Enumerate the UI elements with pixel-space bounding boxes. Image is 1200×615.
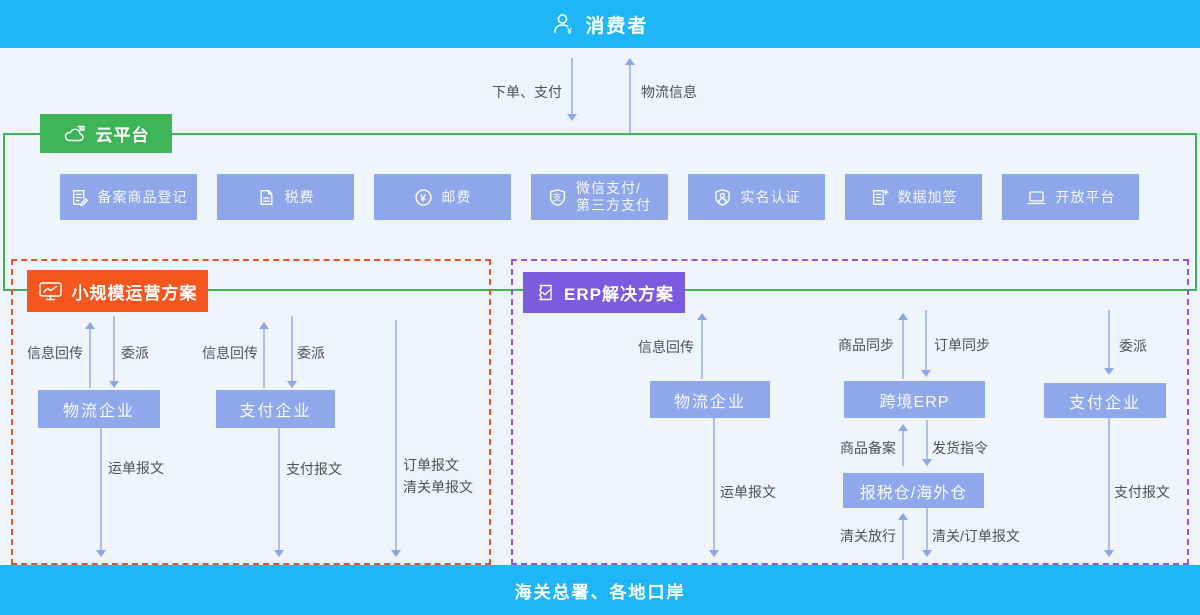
service-button-label: 实名认证 xyxy=(740,189,801,205)
service-button-open-platform: 开放平台 xyxy=(1002,174,1139,220)
small-scale-plan-label: 小规模运营方案 xyxy=(27,270,208,312)
cloud-icon xyxy=(63,125,87,143)
service-button-data-signing: 数据加签 xyxy=(845,174,982,220)
svg-text:支: 支 xyxy=(552,191,562,202)
document-edit-icon xyxy=(70,188,89,207)
consumer-bar: ¥ 消费者 xyxy=(0,0,1200,48)
erp-plan-title: ERP解决方案 xyxy=(564,285,674,304)
arrow-order-pay xyxy=(567,58,577,121)
erp-plan-label: ERP解决方案 xyxy=(523,272,685,313)
arrow-shipping-order xyxy=(922,420,932,466)
arrow-payment-msg-right xyxy=(1104,418,1114,557)
flow-label-clearance-msg: 清关单报文 xyxy=(403,479,473,495)
erp-plan-frame xyxy=(511,259,1189,565)
flow-label-goods-record: 商品备案 xyxy=(840,440,896,456)
service-button-label-line1: 微信支付/ xyxy=(576,180,641,196)
consumer-yuan-icon: ¥ xyxy=(551,12,575,36)
tax-document-icon xyxy=(257,188,276,207)
node-payment-company-right: 支付企业 xyxy=(1044,383,1166,418)
service-button-wechat-pay: 支 微信支付/ 第三方支付 xyxy=(531,174,668,220)
flow-label-info-return: 信息回传 xyxy=(638,339,694,355)
service-button-goods-registration: 备案商品登记 xyxy=(60,174,197,220)
flow-label-order-msg: 订单报文 xyxy=(403,457,459,473)
monitor-chart-icon xyxy=(38,281,63,301)
flow-label-clearance-order-msg: 清关/订单报文 xyxy=(932,528,1020,544)
small-scale-plan-frame xyxy=(11,259,491,565)
svg-text:¥: ¥ xyxy=(420,192,427,204)
customs-bar: 海关总署、各地口岸 xyxy=(0,565,1200,615)
service-button-label: 备案商品登记 xyxy=(97,189,188,205)
arrow-goods-record xyxy=(898,424,908,466)
flow-label-waybill-msg: 运单报文 xyxy=(720,484,776,500)
node-logistics-company-left: 物流企业 xyxy=(38,390,160,428)
service-button-postage: ¥ 邮费 xyxy=(374,174,511,220)
flow-label-info-return: 信息回传 xyxy=(202,345,258,361)
node-cross-border-erp: 跨境ERP xyxy=(844,381,985,418)
arrow-clearance-release xyxy=(898,513,908,560)
cloud-platform-label: 云平台 xyxy=(40,114,172,153)
arrow-erp-info-return xyxy=(697,313,707,379)
document-plus-icon xyxy=(870,188,889,207)
arrow-waybill-msg-left xyxy=(96,428,106,557)
arrow-payment-msg-left xyxy=(274,428,284,557)
service-button-label: 税费 xyxy=(284,189,315,205)
service-button-label: 邮费 xyxy=(441,189,472,205)
arrow-order-clearance-msg xyxy=(391,320,401,557)
arrow-left-payment-info-return xyxy=(259,322,269,388)
arrow-order-sync xyxy=(921,310,931,377)
consumer-title: 消费者 xyxy=(585,15,649,37)
service-button-label: 微信支付/ 第三方支付 xyxy=(576,180,651,214)
flow-label-order-pay: 下单、支付 xyxy=(492,84,562,100)
flow-label-delegate: 委派 xyxy=(297,345,325,361)
node-bonded-warehouse: 报税仓/海外仓 xyxy=(843,473,984,508)
arrow-left-logistics-delegate xyxy=(109,316,119,388)
flow-label-info-return: 信息回传 xyxy=(27,345,83,361)
svg-text:¥: ¥ xyxy=(568,27,574,36)
seal-check-icon xyxy=(534,282,555,303)
service-button-label-line2: 第三方支付 xyxy=(576,197,651,213)
cloud-platform-title: 云平台 xyxy=(95,126,150,145)
flow-label-goods-sync: 商品同步 xyxy=(838,337,894,353)
service-button-tax: 税费 xyxy=(217,174,354,220)
flow-label-delegate: 委派 xyxy=(121,345,149,361)
small-scale-plan-title: 小规模运营方案 xyxy=(71,283,198,303)
flow-label-shipping-order: 发货指令 xyxy=(932,440,988,456)
service-button-label: 开放平台 xyxy=(1055,189,1116,205)
flow-label-payment-msg: 支付报文 xyxy=(286,461,342,477)
arrow-waybill-msg-right xyxy=(709,418,719,557)
arrow-goods-sync xyxy=(898,313,908,379)
arrow-logistics-info xyxy=(625,58,635,133)
customs-title: 海关总署、各地口岸 xyxy=(514,582,686,602)
arrow-left-logistics-info-return xyxy=(85,322,95,388)
flow-label-clearance-release: 清关放行 xyxy=(840,528,896,544)
shield-person-icon xyxy=(713,188,732,207)
arrow-erp-delegate xyxy=(1104,310,1114,375)
flow-label-waybill-msg: 运单报文 xyxy=(108,460,164,476)
arrow-clearance-order-msg xyxy=(922,508,932,557)
arrow-left-payment-delegate xyxy=(287,316,297,388)
node-logistics-company-right: 物流企业 xyxy=(650,381,770,418)
service-button-label: 数据加签 xyxy=(897,189,958,205)
laptop-icon xyxy=(1026,188,1047,207)
flow-label-delegate: 委派 xyxy=(1119,338,1147,354)
flow-label-payment-msg: 支付报文 xyxy=(1114,484,1170,500)
flow-label-logistics-info: 物流信息 xyxy=(641,84,697,100)
service-button-realname-auth: 实名认证 xyxy=(688,174,825,220)
flow-label-order-sync: 订单同步 xyxy=(934,337,990,353)
node-payment-company-left: 支付企业 xyxy=(216,390,335,428)
yuan-circle-icon: ¥ xyxy=(414,188,433,207)
wechat-pay-icon: 支 xyxy=(548,188,567,207)
